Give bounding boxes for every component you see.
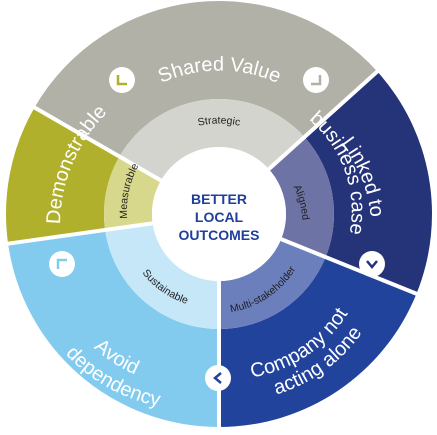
inner-segment-company bbox=[219, 239, 326, 329]
marker-linked bbox=[303, 67, 329, 93]
center-label: BETTER LOCAL OUTCOMES bbox=[179, 191, 260, 243]
inner-segment-demonstrable bbox=[103, 156, 161, 231]
ring-dividers bbox=[5, 68, 420, 429]
center-line-2: LOCAL bbox=[195, 209, 244, 225]
chevron-down-icon bbox=[311, 75, 322, 86]
segment-divider bbox=[280, 237, 420, 297]
chevron-left-icon bbox=[213, 372, 222, 384]
segment-divider bbox=[267, 68, 381, 171]
chevron-down-icon bbox=[366, 260, 378, 269]
outer-segment-company bbox=[219, 257, 417, 427]
inner-label-strategic: Strategic bbox=[197, 114, 242, 128]
center-circle bbox=[152, 147, 286, 281]
inner-ring bbox=[103, 99, 334, 329]
chevron-down-icon bbox=[116, 75, 127, 86]
chevron-up-icon bbox=[56, 258, 67, 269]
segment-divider bbox=[31, 104, 162, 183]
marker-demonstrable bbox=[49, 251, 75, 277]
center-line-3: OUTCOMES bbox=[179, 227, 260, 243]
marker-avoid bbox=[205, 365, 231, 391]
outer-segment-avoid bbox=[8, 230, 219, 427]
center-line-1: BETTER bbox=[191, 191, 247, 207]
outer-segment-shared-value bbox=[34, 0, 378, 157]
marker-company bbox=[359, 251, 385, 277]
inner-segment-avoid bbox=[105, 223, 219, 329]
segment-divider bbox=[5, 221, 153, 246]
marker-shared-value bbox=[109, 67, 135, 93]
outer-segment-linked bbox=[304, 71, 432, 294]
inner-segment-linked bbox=[268, 137, 334, 258]
inner-segment-shared-value bbox=[119, 99, 305, 181]
outer-ring bbox=[5, 0, 432, 427]
